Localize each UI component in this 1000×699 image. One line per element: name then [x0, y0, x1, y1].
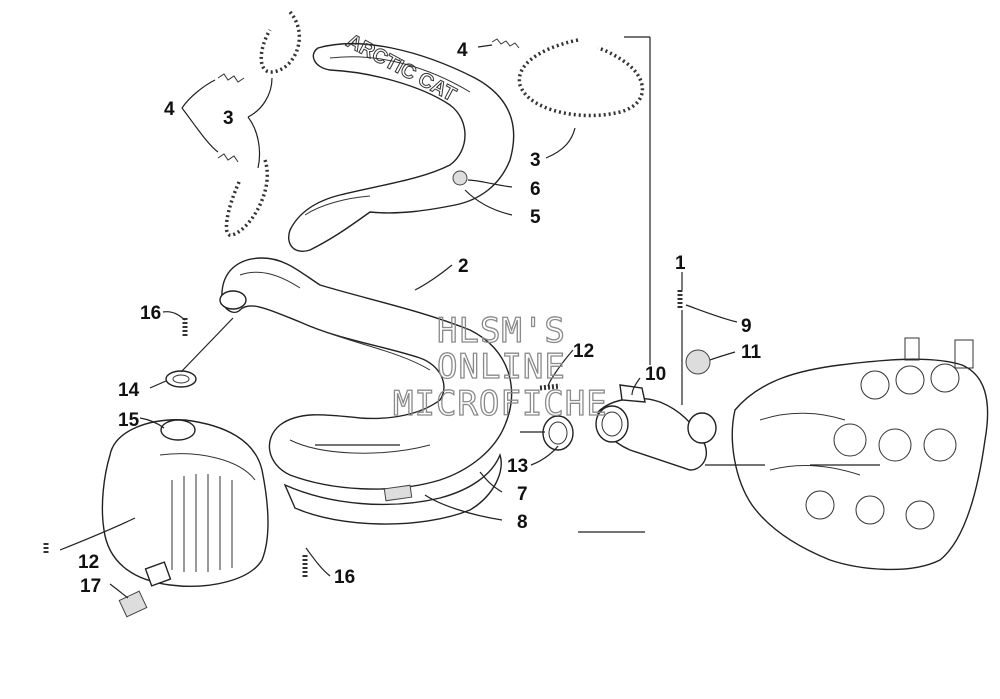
- spring-small-4b: [217, 153, 239, 163]
- muffler-louvers: [171, 474, 233, 572]
- watermark: HLSM'S ONLINE MICROFICHE: [392, 310, 608, 424]
- spring-12-right: [539, 383, 561, 391]
- watermark-line-2: ONLINE: [437, 347, 566, 387]
- spring-chain-ring-right: [517, 38, 645, 118]
- callout-11: 11: [741, 342, 762, 363]
- callout-12-left: 12: [78, 552, 99, 573]
- callout-3-left: 3: [223, 108, 234, 129]
- callout-3-right: 3: [530, 150, 541, 171]
- callout-14: 14: [118, 380, 140, 401]
- callout-2: 2: [458, 256, 469, 277]
- callout-4-top: 4: [457, 40, 468, 61]
- grommet-11: [685, 349, 711, 375]
- grommet-17: [118, 590, 148, 618]
- callout-15: 15: [118, 410, 140, 431]
- lower-heat-shield: [283, 452, 502, 525]
- callout-9: 9: [741, 316, 752, 337]
- spring-chain-left-upper: [259, 10, 302, 74]
- callout-17: 17: [80, 576, 101, 597]
- gasket-manifold: [687, 412, 717, 444]
- spring-chain-left-lower: [224, 159, 269, 237]
- spring-small-4a: [217, 73, 245, 83]
- callout-5: 5: [530, 207, 541, 228]
- callout-16-upper: 16: [140, 303, 161, 324]
- callout-7: 7: [517, 484, 528, 505]
- spring-small-4c: [491, 38, 520, 49]
- callout-10: 10: [645, 364, 666, 385]
- callout-13: 13: [507, 456, 528, 477]
- cover-grommet: [452, 170, 468, 186]
- callout-4-left: 4: [164, 99, 175, 120]
- leader-lines: [59, 36, 880, 599]
- callout-labels: 4 3 4 3 6 5 2 1 9 16 12 11 10 14 15 13 7…: [78, 40, 762, 597]
- gasket-14: [165, 370, 197, 388]
- watermark-line-1: HLSM'S: [437, 311, 566, 351]
- seal-13: [542, 415, 574, 451]
- engine-block: [731, 337, 989, 571]
- callout-1: 1: [675, 253, 686, 274]
- callout-12-right: 12: [573, 341, 594, 362]
- expansion-chamber: [219, 257, 513, 490]
- callout-8: 8: [517, 512, 528, 533]
- callout-16-lower: 16: [334, 567, 355, 588]
- watermark-line-3: MICROFICHE: [393, 384, 608, 424]
- heat-shield-cover: ARCTIC CAT: [288, 29, 515, 252]
- exhaust-manifold: [595, 384, 707, 471]
- muffler: [101, 419, 269, 587]
- callout-6: 6: [530, 179, 541, 200]
